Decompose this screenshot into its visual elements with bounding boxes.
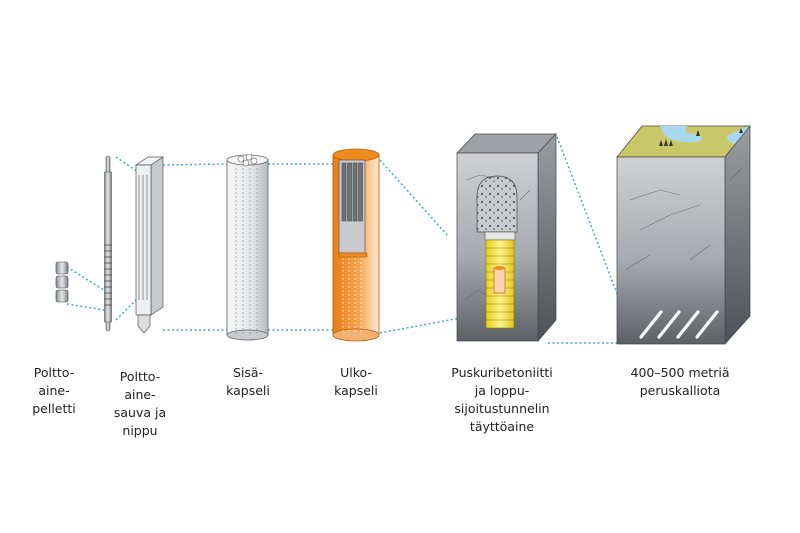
fuel-pellets-illustration — [55, 261, 69, 303]
outer-capsule-illustration — [332, 148, 380, 342]
inner-capsule-illustration — [226, 153, 269, 341]
label-buffer-backfill: Puskuribetoniitti ja loppu- sijoitustunn… — [451, 365, 553, 434]
label-rod-bundle: Poltto- aine- sauva ja nippu — [113, 369, 167, 438]
label-outer-capsule: Ulko- kapseli — [334, 365, 378, 398]
rock-cracks — [464, 167, 746, 301]
label-bedrock: 400–500 metriä peruskalliota — [630, 365, 730, 398]
label-pellet: Poltto- aine- pelletti — [32, 365, 76, 416]
buffer-tunnel-block-illustration — [456, 133, 557, 342]
fuel-rod-illustration — [104, 155, 112, 332]
label-inner-capsule: Sisä- kapseli — [226, 365, 270, 398]
bedrock-block-illustration — [616, 125, 751, 345]
fuel-bundle-illustration — [134, 156, 165, 334]
